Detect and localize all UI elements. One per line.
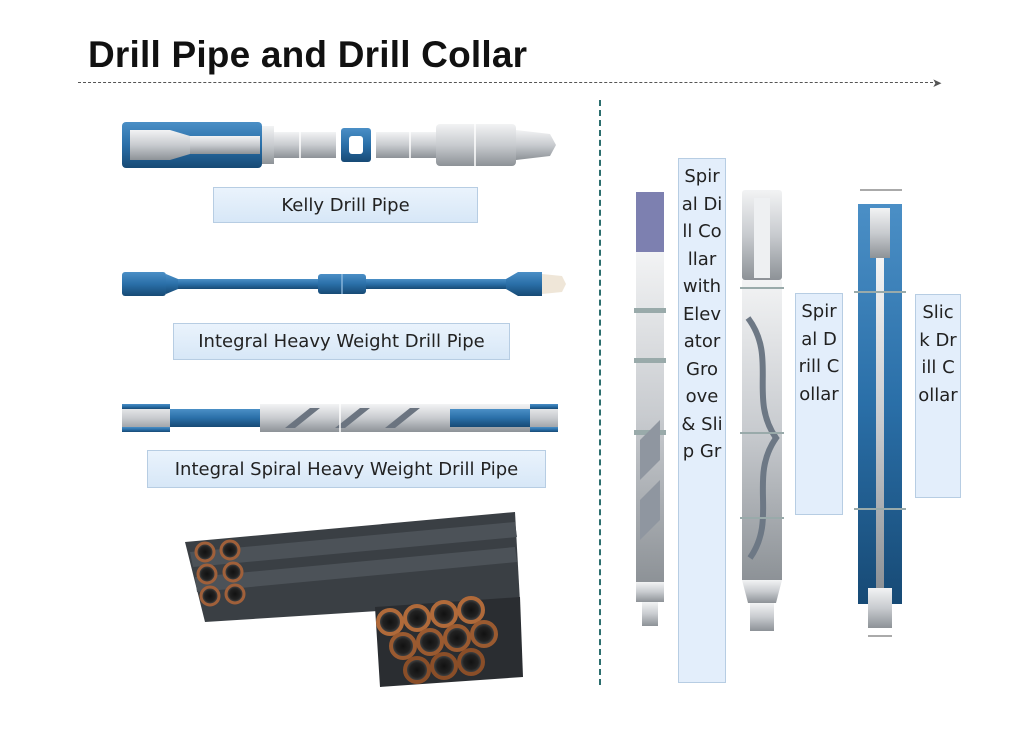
- integral-heavy-weight-drill-pipe-illustration: [122, 272, 566, 296]
- integral-spiral-heavy-weight-drill-pipe-label: Integral Spiral Heavy Weight Drill Pipe: [147, 450, 546, 488]
- integral-spiral-heavy-weight-drill-pipe-illustration: [122, 404, 558, 432]
- spiral-drill-collar-label: Spiral Drill Collar: [795, 293, 843, 515]
- spiral-drill-collar-illustration: [740, 190, 784, 631]
- pipe-stack-photo: [185, 512, 523, 687]
- page-title: Drill Pipe and Drill Collar: [88, 34, 528, 75]
- section-divider: [599, 100, 601, 685]
- slick-drill-collar-illustration: [854, 189, 906, 637]
- spiral-drill-collar-elevator-groove-label: Spiral Dill Collar with Elevator Groove …: [678, 158, 726, 683]
- divider-arrow-icon: ➤: [932, 76, 943, 90]
- slick-drill-collar-label: Slick Drill Collar: [915, 294, 961, 498]
- spiral-drill-collar-elevator-groove-illustration: [634, 192, 666, 626]
- kelly-drill-pipe-illustration: [122, 122, 556, 168]
- integral-heavy-weight-drill-pipe-label: Integral Heavy Weight Drill Pipe: [173, 323, 510, 360]
- title-divider: [78, 82, 938, 83]
- kelly-drill-pipe-label: Kelly Drill Pipe: [213, 187, 478, 223]
